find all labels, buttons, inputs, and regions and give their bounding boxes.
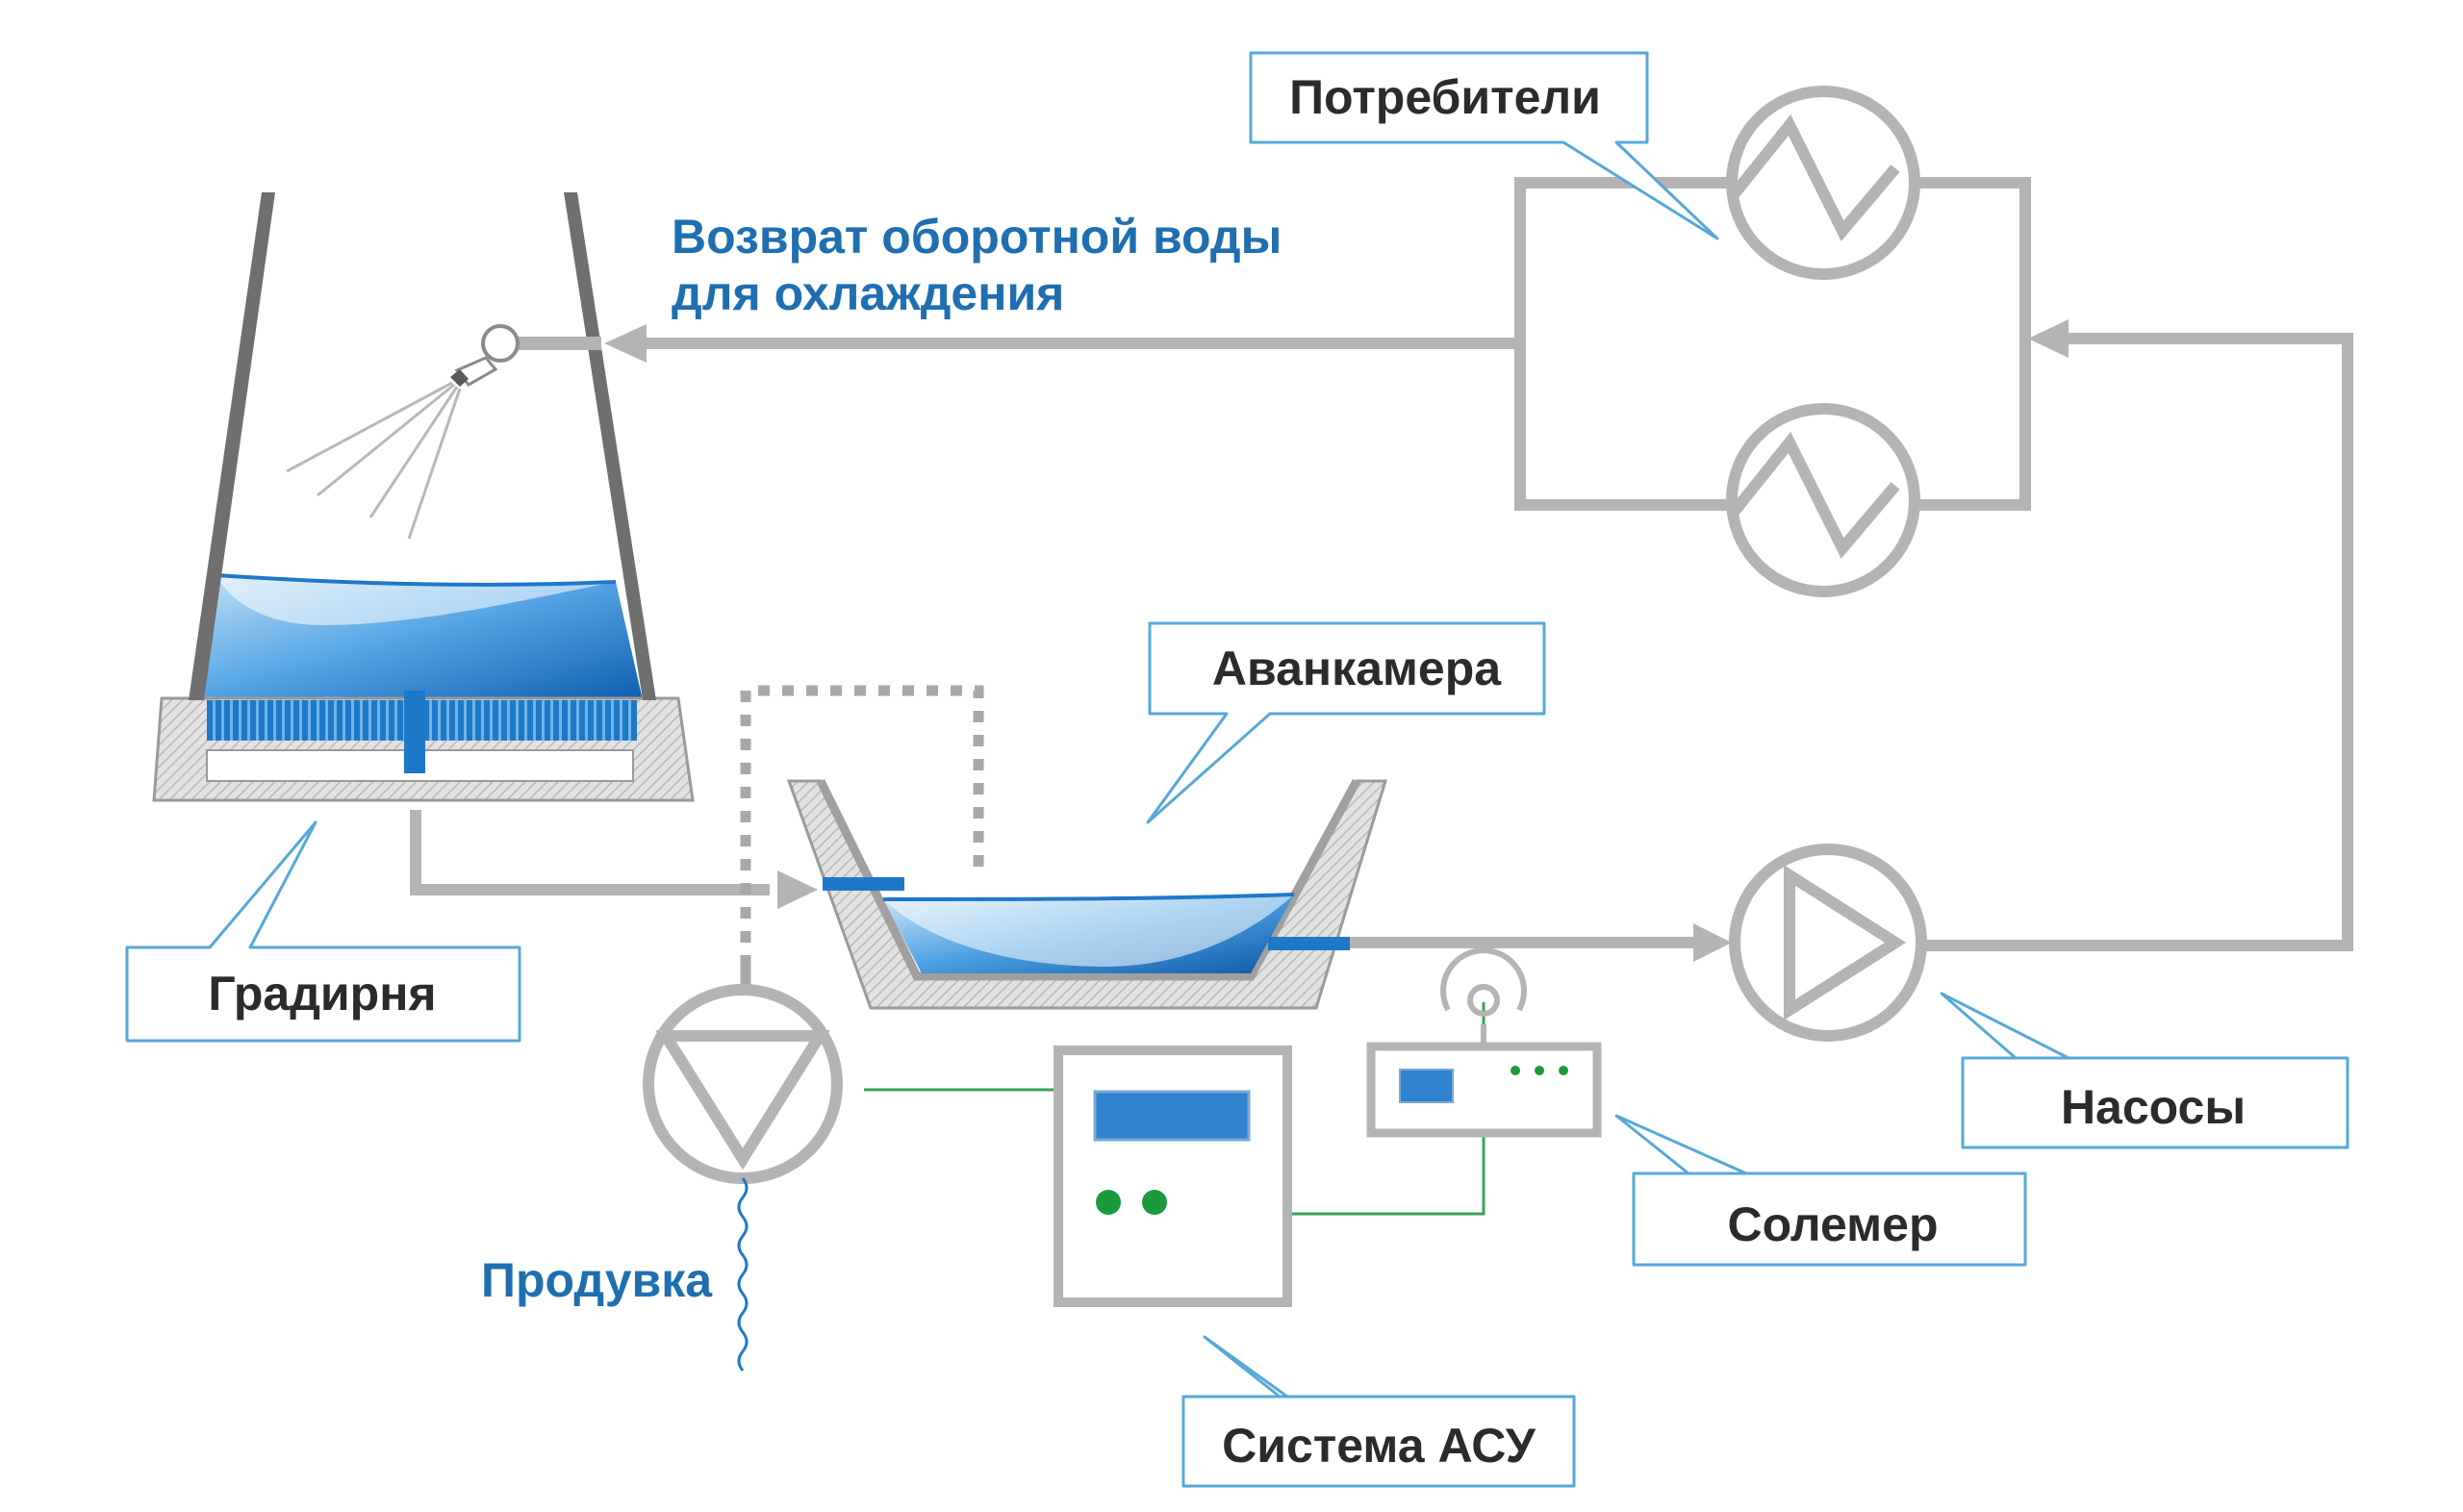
forebay-inlet-stub: [823, 877, 904, 891]
label-pumps: Насосы: [2061, 1080, 2246, 1134]
arrow-return: [604, 324, 647, 363]
label-blowdown: Продувка: [481, 1253, 713, 1307]
label-return-line2: для охлаждения: [672, 266, 1064, 320]
heat-exchanger-icon: [1726, 403, 1920, 597]
callouts: [125, 51, 2349, 1488]
callout-consumers-frame: [1249, 51, 1719, 240]
antenna-icon: [1440, 947, 1527, 1046]
salinity-meter-device: [1366, 947, 1602, 1138]
callout-acs-frame: [1181, 1335, 1576, 1488]
label-acs-system: Система АСУ: [1222, 1419, 1536, 1473]
forebay: [740, 685, 1388, 1010]
blowdown-stream: [737, 1177, 749, 1372]
callout-forebay-frame: [1146, 621, 1546, 824]
tower-water-surface: [216, 575, 616, 625]
forebay-outlet-stub: [1268, 937, 1350, 950]
acs-indicator-2: [1142, 1190, 1167, 1215]
callout-salinity-frame: [1614, 1114, 2027, 1267]
blowdown-pump-icon: [643, 967, 843, 1372]
tower-left-wall: [189, 192, 275, 700]
label-salinity-meter: Солемер: [1728, 1197, 1939, 1251]
callout-tower-frame: [125, 820, 521, 1043]
pump-discharge-pipe: [1924, 333, 2353, 951]
label-consumers: Потребители: [1289, 70, 1601, 124]
arrow-to-consumers: [2028, 319, 2069, 358]
acs-display: [1093, 1090, 1251, 1142]
arrow-to-pump: [1693, 923, 1732, 962]
tower-drain-pipe: [410, 810, 770, 895]
salinity-display: [1399, 1069, 1454, 1103]
acs-indicator-1: [1096, 1190, 1121, 1215]
arrow-to-forebay: [777, 870, 818, 909]
label-cooling-tower: Градирня: [208, 967, 436, 1021]
callout-pumps-frame: [1940, 992, 2349, 1149]
acs-cabinet: [1054, 1046, 1292, 1307]
label-forebay: Аванкамера: [1212, 642, 1502, 695]
cooling-tower: [152, 192, 695, 802]
tower-right-wall: [564, 192, 656, 700]
label-return-line1: Возврат оборотной воды: [672, 210, 1282, 264]
pump-icon: [1729, 844, 1927, 1042]
flow-arrows: [604, 319, 2069, 962]
level-control-dotted: [740, 685, 984, 967]
heat-exchanger-icon: [1726, 86, 1920, 280]
spray-nozzle-icon: [286, 324, 601, 540]
